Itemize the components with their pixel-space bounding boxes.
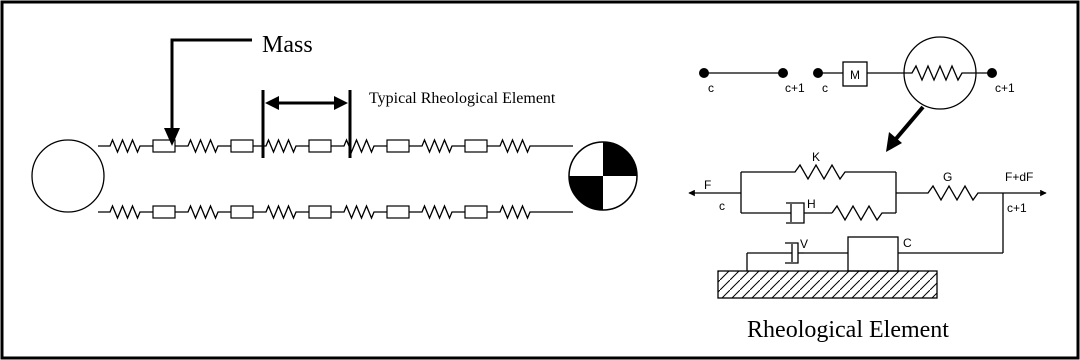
caption: Rheological Element: [747, 317, 949, 343]
mass-box-label: M: [850, 68, 860, 82]
mass-spring-element: [813, 36, 997, 110]
belt-bottom-mass-1: [152, 205, 176, 219]
spring-h-series: [831, 204, 896, 222]
drive-pulley: [568, 141, 638, 211]
belt-top-mass-5: [464, 139, 488, 153]
zoom-arrow: [886, 105, 925, 152]
ground: [717, 270, 938, 299]
mass-pointer: [164, 38, 252, 146]
belt-top-mass-1: [152, 139, 176, 153]
belt-top-mass-2: [230, 139, 254, 153]
block-c-label: C: [903, 236, 912, 250]
belt-bottom-strand: [98, 204, 573, 220]
belt-bottom-mass-3: [308, 205, 332, 219]
dashpot-v: [746, 242, 848, 271]
simple-link: [699, 68, 788, 78]
friction-block-c: [847, 236, 899, 272]
simple-link-c1: c+1: [785, 81, 805, 95]
force-fdf-label: F+dF: [1005, 170, 1033, 184]
mass-box: [842, 61, 868, 87]
belt-bottom-mass-2: [230, 205, 254, 219]
rheological-model: [688, 163, 1047, 299]
spring-k: [741, 163, 896, 181]
simple-link-c: c: [708, 81, 714, 95]
belt-top-mass-3: [308, 139, 332, 153]
spring-k-label: K: [812, 150, 820, 164]
belt-top-strand: [98, 138, 573, 154]
node-c-label: c: [719, 199, 725, 213]
mass-label: Mass: [262, 32, 313, 58]
dashpot-h-label: H: [807, 197, 816, 211]
belt-top-mass-4: [386, 139, 410, 153]
spring-g-label: G: [943, 170, 952, 184]
dashpot-h: [741, 202, 832, 224]
element-c: c: [822, 81, 828, 95]
typical-element-label: Typical Rheological Element: [369, 90, 556, 107]
tail-pulley: [31, 139, 105, 213]
belt-bottom-mass-5: [464, 205, 488, 219]
node-c1-label: c+1: [1007, 201, 1027, 215]
dashpot-v-label: V: [800, 237, 808, 251]
element-c1: c+1: [995, 81, 1015, 95]
typical-element-bracket: [261, 90, 352, 158]
force-f-label: F: [704, 178, 711, 192]
belt-bottom-mass-4: [386, 205, 410, 219]
spring-g: [896, 184, 1003, 202]
